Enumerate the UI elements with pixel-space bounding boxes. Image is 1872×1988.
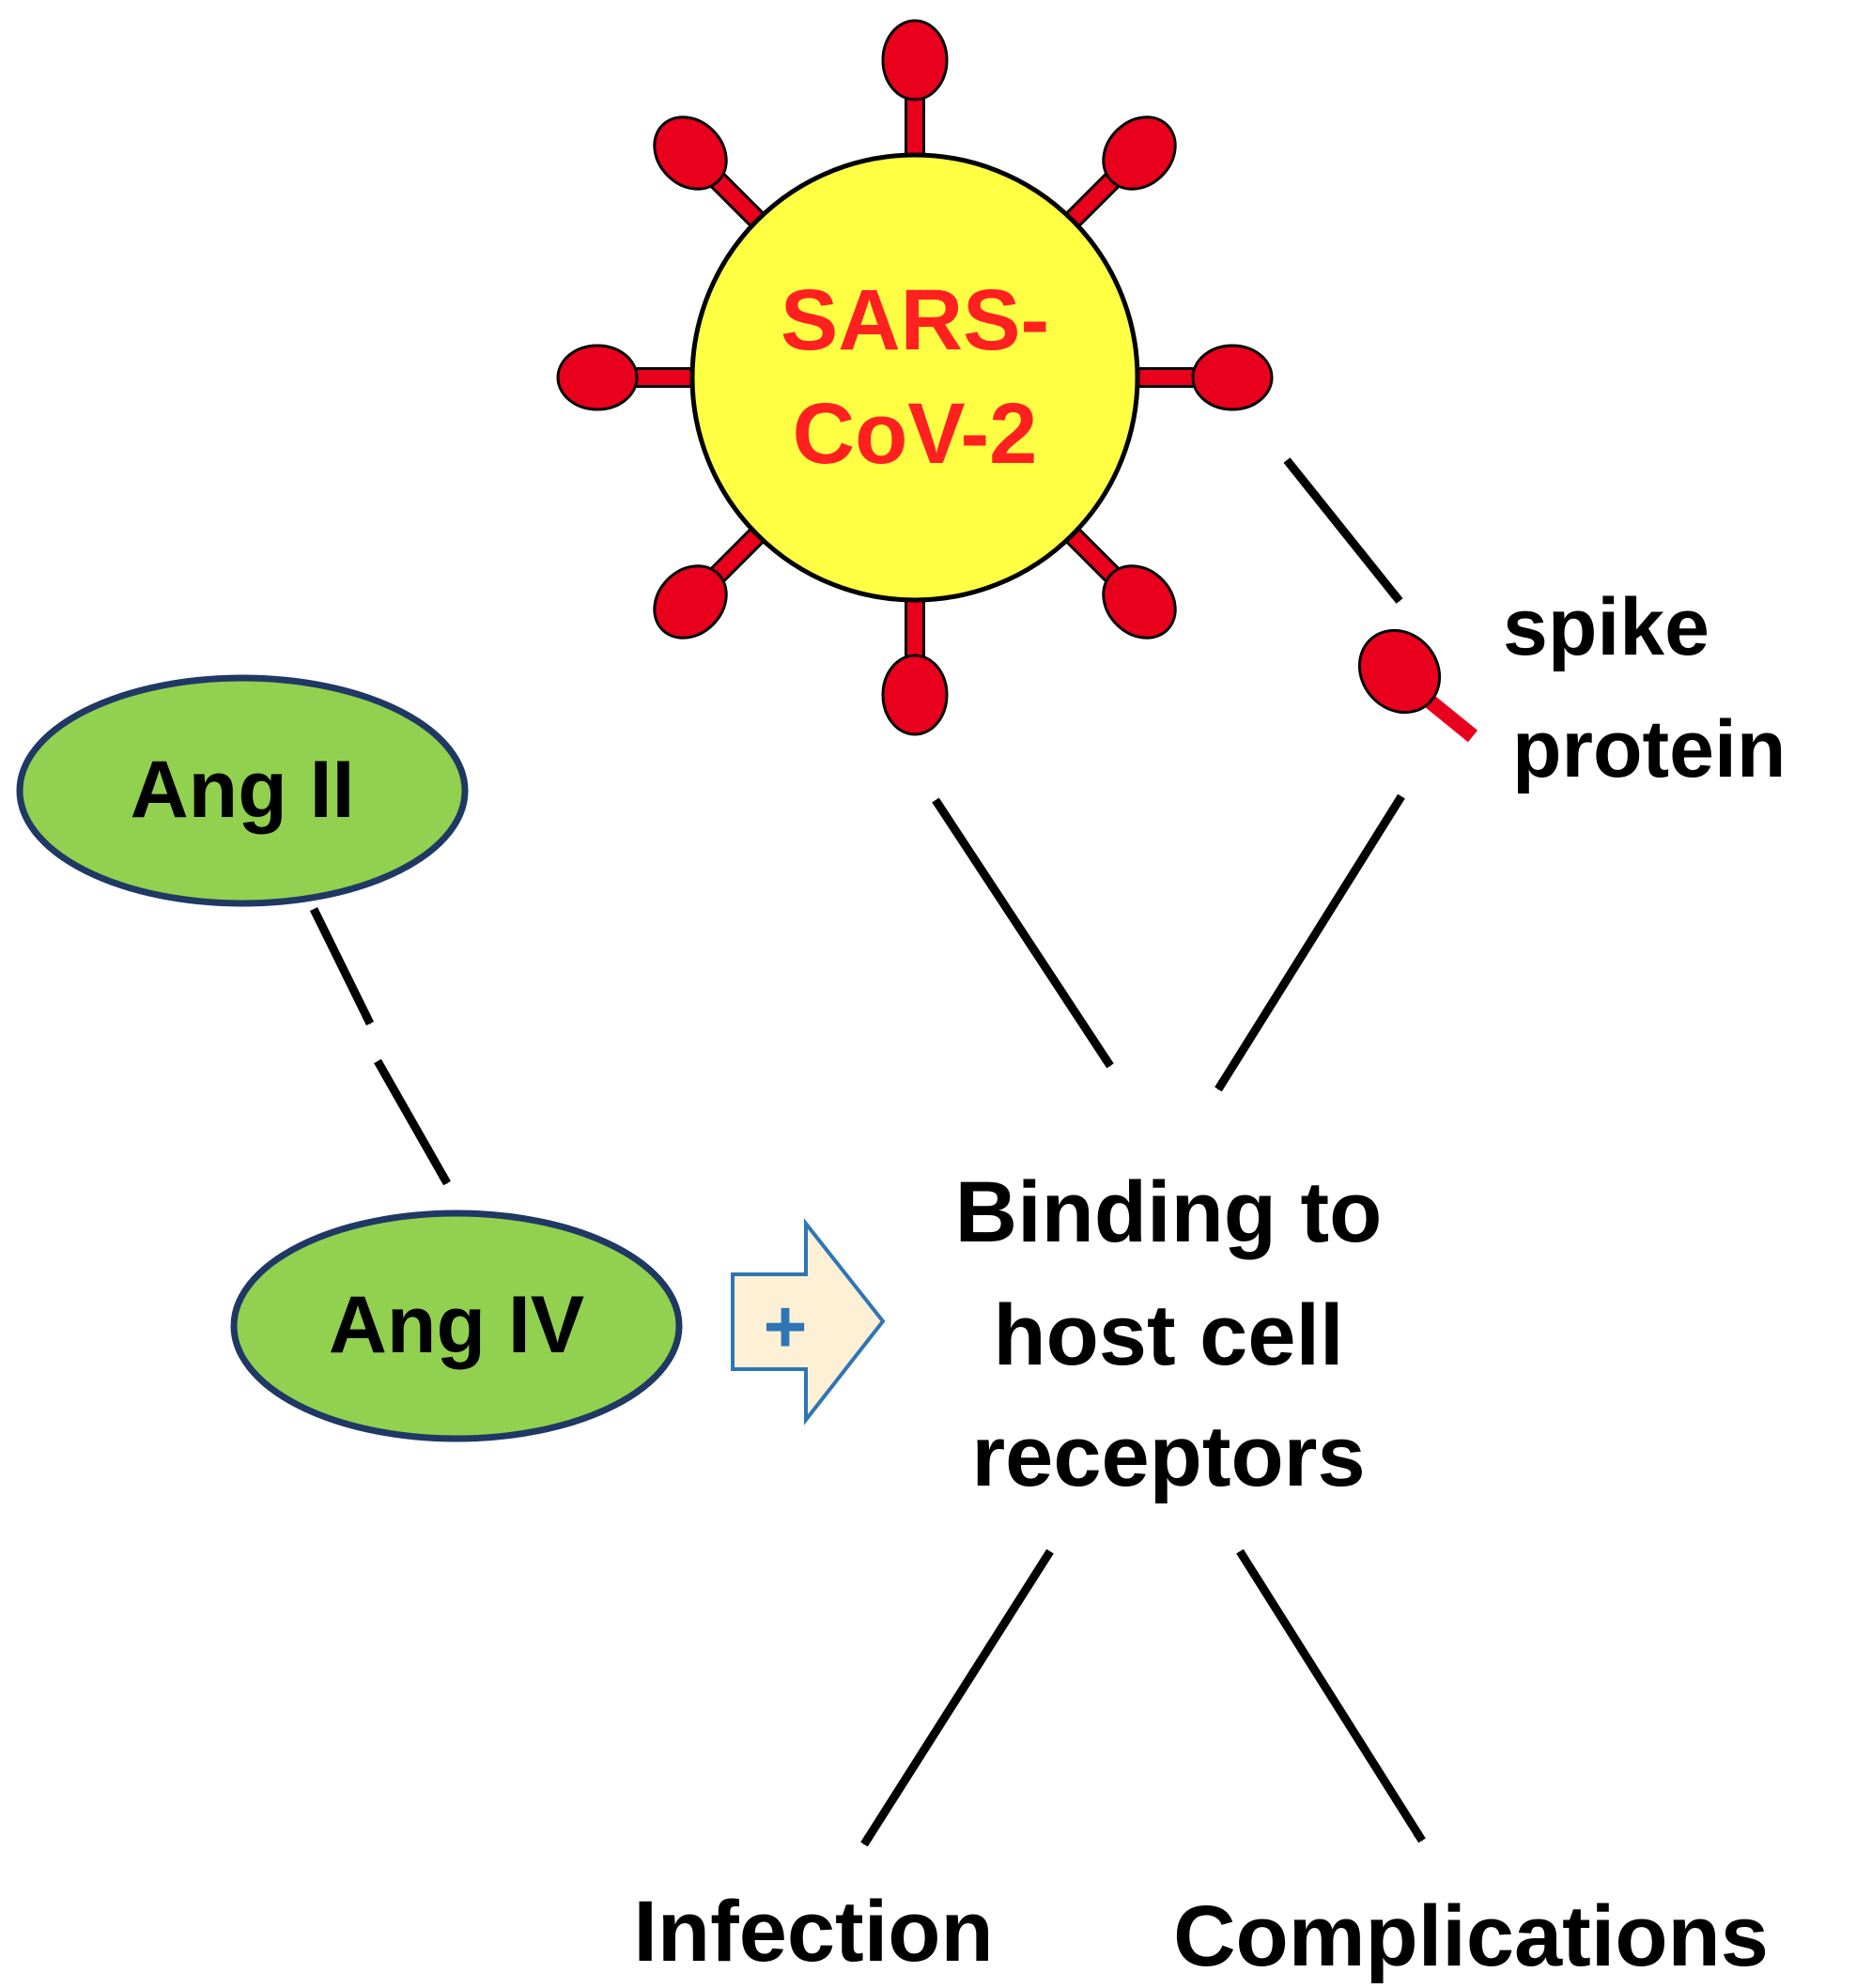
arrow-ang2-to-intermediate [309,907,375,1025]
stimulation-arrow-shape [731,1218,886,1426]
outcome-complications: Complications [1173,1888,1769,1984]
virus-name-line1: SARS- [781,272,1049,368]
virus-spike-head-top [881,19,949,101]
binding-line2: host cell [993,1287,1343,1383]
spike-protein-stalk [1422,693,1478,743]
spike-protein: spike protein [1357,582,1786,794]
arrow-binding-to-infection [860,1549,1054,1847]
binding-label: Binding to host cell receptors [955,1164,1383,1504]
ang-iv-ellipse [230,1210,683,1442]
virus-spike-head-left [556,344,639,411]
virus-spike-head-bottom [881,654,949,736]
virus-spike-head-top-right [1102,116,1177,191]
virus-body [689,152,1140,603]
virus-spike-head-bottom-right [1102,564,1177,640]
virus-spike-head-top-left [653,116,728,191]
plus-sign: + [764,1285,808,1368]
arrow-virus-to-spike [1283,457,1403,604]
ang-iv-node: Ang IV [230,1210,683,1442]
ang-ii-node: Ang II [16,674,469,907]
arrow-spike-to-binding [1214,794,1405,1092]
arrow-intermediate-to-ang4 [374,1058,451,1186]
binding-line3: receptors [971,1409,1365,1504]
binding-line1: Binding to [955,1164,1383,1260]
arrow-virus-to-binding [932,797,1114,1069]
spike-protein-head [1357,628,1442,715]
virus: SARS- CoV-2 [556,19,1274,736]
stimulation-arrow: + [731,1218,886,1426]
arrows [309,457,1426,1847]
virus-spike-head-right [1191,344,1274,411]
outcome-infection: Infection [633,1884,993,1980]
spike-protein-label-line1: spike [1503,582,1710,672]
arrow-binding-to-complications [1236,1549,1426,1843]
spike-protein-label-line2: protein [1512,704,1786,794]
virus-name-line2: CoV-2 [793,386,1038,482]
ang-ii-label: Ang II [131,745,355,835]
ang-iv-label: Ang IV [329,1280,584,1370]
ang-ii-ellipse [16,674,469,907]
virus-spike-head-bottom-left [653,564,728,640]
